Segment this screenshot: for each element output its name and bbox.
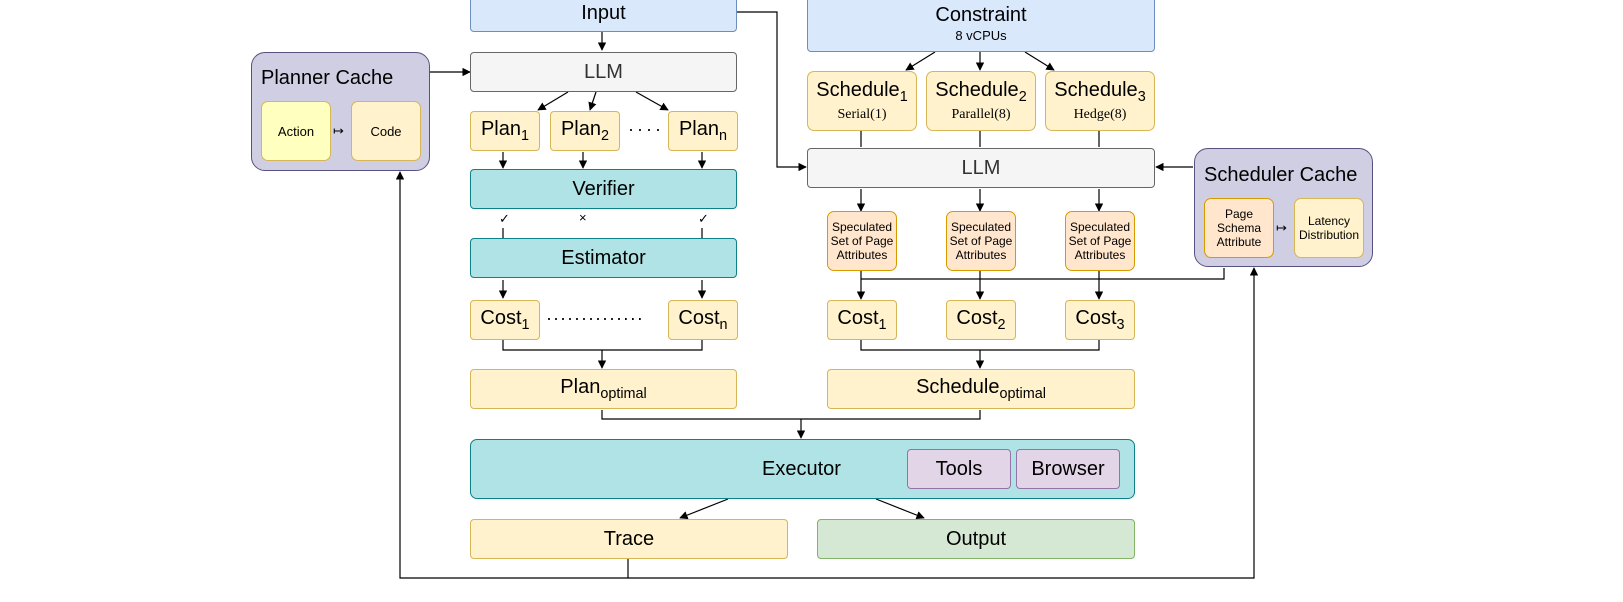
scheduler-llm-label: LLM	[961, 156, 1001, 179]
constraint-sub: 8 vCPUs	[955, 27, 1007, 43]
edge-schedcache-costs	[861, 268, 1225, 280]
scheduler-cache-key-label: Page Schema Attribute	[1216, 207, 1262, 249]
tools-box: Tools	[907, 449, 1011, 489]
schedule-cost-2: Cost2	[946, 300, 1016, 340]
schedule-1: Schedule1 Serial(1)	[807, 71, 917, 131]
speculated-attributes-1: Speculated Set of Page Attributes	[827, 211, 897, 271]
schedule-cost-3-label: Cost3	[1075, 307, 1125, 333]
schedule-optimal-box: Scheduleoptimal	[827, 369, 1135, 409]
output-box: Output	[817, 519, 1135, 559]
input-label: Input	[581, 1, 626, 24]
executor-label: Executor	[762, 458, 841, 480]
maps-to-icon: ↦	[333, 123, 344, 138]
edge-executor-output	[875, 498, 925, 520]
schedule-cost-1-label: Cost1	[837, 307, 887, 333]
schedule-optimal-label: Scheduleoptimal	[916, 376, 1046, 402]
tools-label: Tools	[935, 457, 983, 480]
speculated-attributes-3: Speculated Set of Page Attributes	[1065, 211, 1135, 271]
plan-cost-1: Cost1	[470, 300, 540, 340]
edge-trace-planner-cache	[395, 171, 629, 579]
verify-pass-icon: ✓	[499, 211, 510, 226]
edge-llm-plann	[635, 91, 669, 111]
trace-label: Trace	[603, 527, 655, 550]
browser-box: Browser	[1016, 449, 1120, 489]
planner-cache-value: Code	[351, 101, 421, 161]
edge-constraint-sched3	[1024, 51, 1055, 71]
edge-llm-plan2	[588, 91, 597, 111]
edge-llm-plan1	[537, 91, 569, 111]
edge-costs-planopt	[502, 340, 703, 368]
edge-optimals-executor	[601, 410, 981, 438]
estimator-box: Estimator	[470, 238, 737, 278]
schedule-1-label: Schedule1	[816, 79, 908, 105]
maps-to-icon: ↦	[1276, 220, 1287, 235]
schedule-cost-1: Cost1	[827, 300, 897, 340]
edge-input-scheduler-llm	[736, 11, 807, 172]
speculated-attributes-2-label: Speculated Set of Page Attributes	[949, 220, 1013, 262]
cost-ellipsis: ··············	[546, 308, 644, 328]
schedule-2: Schedule2 Parallel(8)	[926, 71, 1036, 131]
schedule-3: Schedule3 Hedge(8)	[1045, 71, 1155, 131]
trace-box: Trace	[470, 519, 788, 559]
plan-cost-n: Costn	[668, 300, 738, 340]
plan-cost-n-label: Costn	[678, 307, 728, 333]
speculated-attributes-1-label: Speculated Set of Page Attributes	[830, 220, 894, 262]
edge-constraint-sched1	[905, 51, 936, 71]
plan-cost-1-label: Cost1	[480, 307, 530, 333]
planner-cache-key: Action	[261, 101, 331, 161]
plan-2-label: Plan2	[560, 118, 610, 144]
speculated-attributes-3-label: Speculated Set of Page Attributes	[1068, 220, 1132, 262]
plan-ellipsis: ····	[628, 119, 664, 139]
schedule-cost-3: Cost3	[1065, 300, 1135, 340]
constraint-box: Constraint 8 vCPUs	[807, 0, 1155, 52]
verifier-label: Verifier	[572, 177, 635, 200]
planner-llm-label: LLM	[584, 60, 623, 83]
schedule-1-detail: Serial(1)	[837, 107, 887, 122]
plan-optimal-box: Planoptimal	[470, 369, 737, 409]
planner-cache-value-label: Code	[370, 123, 402, 139]
edge-trace-scheduler-cache	[628, 267, 1259, 579]
estimator-label: Estimator	[561, 246, 646, 269]
plan-n-label: Plann	[678, 118, 728, 144]
edge-executor-trace	[679, 498, 729, 520]
speculated-attributes-2: Speculated Set of Page Attributes	[946, 211, 1016, 271]
plan-n: Plann	[668, 111, 738, 151]
plan-1-label: Plan1	[480, 118, 530, 144]
plan-optimal-label: Planoptimal	[560, 376, 647, 402]
input-box: Input	[470, 0, 737, 32]
plan-1: Plan1	[470, 111, 540, 151]
schedule-2-label: Schedule2	[935, 79, 1027, 105]
verify-pass-icon: ✓	[698, 211, 709, 226]
verify-fail-icon: ×	[579, 210, 587, 225]
scheduler-cache-title: Scheduler Cache	[1204, 164, 1358, 186]
planner-llm-box: LLM	[470, 52, 737, 92]
schedule-2-detail: Parallel(8)	[951, 107, 1011, 122]
scheduler-llm-box: LLM	[807, 148, 1155, 188]
plan-2: Plan2	[550, 111, 620, 151]
schedule-cost-2-label: Cost2	[956, 307, 1006, 333]
constraint-title: Constraint	[935, 3, 1027, 26]
scheduler-cache-value-label: Latency Distribution	[1298, 214, 1360, 242]
browser-label: Browser	[1031, 457, 1105, 480]
schedule-3-label: Schedule3	[1054, 79, 1146, 105]
schedule-3-detail: Hedge(8)	[1073, 107, 1127, 122]
output-label: Output	[945, 527, 1007, 550]
scheduler-cache-key: Page Schema Attribute	[1204, 198, 1274, 258]
planner-cache-title: Planner Cache	[261, 67, 394, 89]
scheduler-cache-value: Latency Distribution	[1294, 198, 1364, 258]
planner-cache-key-label: Action	[277, 123, 315, 139]
edge-costs-schedopt	[860, 340, 1100, 368]
verifier-box: Verifier	[470, 169, 737, 209]
